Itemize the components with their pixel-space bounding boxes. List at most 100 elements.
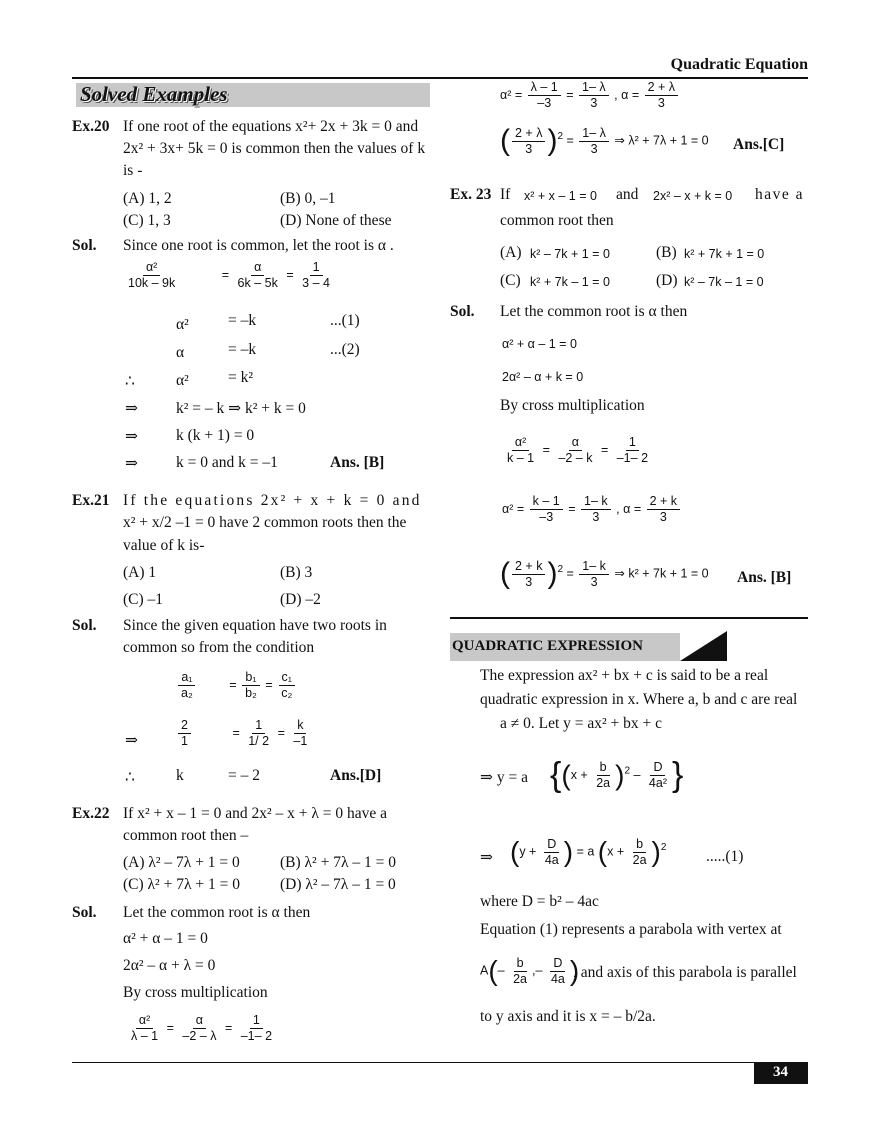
section-title: Solved Examples [80,82,228,106]
ex20-row6: k = 0 and k = –1 [176,454,278,471]
ex23-sol-label: Sol. [450,303,475,320]
fraction: k–1 [293,718,308,748]
ex23-option-c-label: (C) [500,272,521,289]
fraction: k – 1–3 [529,494,563,525]
ex20-question-line2: 2x² + 3x+ 5k = 0 is common then the valu… [123,140,426,157]
ex23-option-b-label: (B) [656,244,677,261]
ex20-option-a: (A) 1, 2 [123,190,172,207]
page-number: 34 [773,1064,788,1080]
qexpr-banner-wedge [680,631,727,661]
ex22-option-c: (C) λ² + 7λ + 1 = 0 [123,876,240,893]
solved-examples-banner [76,83,430,107]
ex23-sol-line1: Let the common root is α then [500,303,688,320]
ex21-therefore: ∴ [125,769,135,786]
ex21-sol-line2: common so from the condition [123,639,315,656]
page-header-title: Quadratic Equation [670,56,808,73]
ex20-sol-label: Sol. [72,237,97,254]
ex23-eq1: x² + x – 1 = 0 [524,189,597,203]
ex22-option-a: (A) λ² – 7λ + 1 = 0 [123,854,240,871]
ex20-row4: k² = – k ⇒ k² + k = 0 [176,400,306,417]
ex21-sol-label: Sol. [72,617,97,634]
ex20-row4-sym: ⇒ [125,400,138,417]
ex22-label: Ex.22 [72,805,110,822]
ex23-answer: Ans. [B] [737,569,792,586]
ex20-question-line1: If one root of the equations x²+ 2x + 3k… [123,118,419,135]
qexpr-axis-text: , and axis of this parabola is parallel [573,964,797,981]
ex21-label: Ex.21 [72,492,110,509]
ex23-option-d: k² – 7k – 1 = 0 [684,275,764,289]
ex20-answer: Ans. [B] [330,454,385,471]
ex22-option-d: (D) λ² – 7λ – 1 = 0 [280,876,396,893]
ex21-question-line2: x² + x/2 –1 = 0 have 2 common roots then… [123,514,407,531]
qexpr-where: where D = b² – 4ac [480,893,599,910]
ex20-row6-sym: ⇒ [125,455,138,472]
qexpr-implies: ⇒ [480,849,493,866]
ex20-row2-left: α [176,344,185,361]
ex23-sol-line4: By cross multiplication [500,397,645,414]
ex23-eq2: 2x² – x + k = 0 [653,189,733,203]
page-number-box [754,1062,808,1084]
ex21-answer: Ans.[D] [330,767,382,784]
ex20-option-d: (D) None of these [280,212,392,229]
ex22-sol-line4: By cross multiplication [123,984,268,1001]
ex23-sol-eq1: α² + α – 1 = 0 [502,337,577,351]
ex20-row2-right: ...(2) [330,341,360,358]
ex22-question-line2: common root then – [123,827,249,844]
ex23-label: Ex. 23 [450,186,492,203]
ex21-option-c: (C) –1 [123,591,164,608]
qexpr-equation-text: Equation (1) represents a parabola with … [480,921,782,938]
fraction: α–2 – λ [182,1013,217,1043]
fraction: α–2 – k [558,435,593,465]
footer-rule [72,1062,808,1063]
fraction: 1–1– 2 [616,435,649,465]
ex20-row3-left: α² [176,372,189,389]
ex20-row5-sym: ⇒ [125,428,138,445]
ex21-question-line1: If the equations 2x² + x + k = 0 and [123,492,422,509]
qexpr-last-line: to y axis and it is x = – b/2a. [480,1008,656,1025]
ex22-option-b: (B) λ² + 7λ – 1 = 0 [280,854,396,871]
ex23-option-b: k² + 7k + 1 = 0 [684,247,765,261]
ex20-row3-sym: ∴ [125,373,135,390]
ex20-sol-text: Since one root is common, let the root i… [123,237,394,254]
ex20-row5: k (k + 1) = 0 [176,427,255,444]
ex23-q-have: have a [755,186,805,203]
ex22-sol-line1: Let the common root is α then [123,904,311,921]
qexpr-title: QUADRATIC EXPRESSION [452,638,644,654]
ex23-sol-eq2: 2α² – α + k = 0 [502,370,584,384]
ex21-option-d: (D) –2 [280,591,321,608]
ex21-k-value: = – 2 [228,767,260,784]
qexpr-para-line3: a ≠ 0. Let y = ax² + bx + c [500,715,663,732]
qexpr-banner [450,633,680,661]
ex20-row1-left: α² [176,316,189,333]
ex21-k: k [176,767,184,784]
ex20-label: Ex.20 [72,118,110,135]
ex20-question-line3: is - [123,162,143,179]
ex21-option-b: (B) 3 [280,564,313,581]
